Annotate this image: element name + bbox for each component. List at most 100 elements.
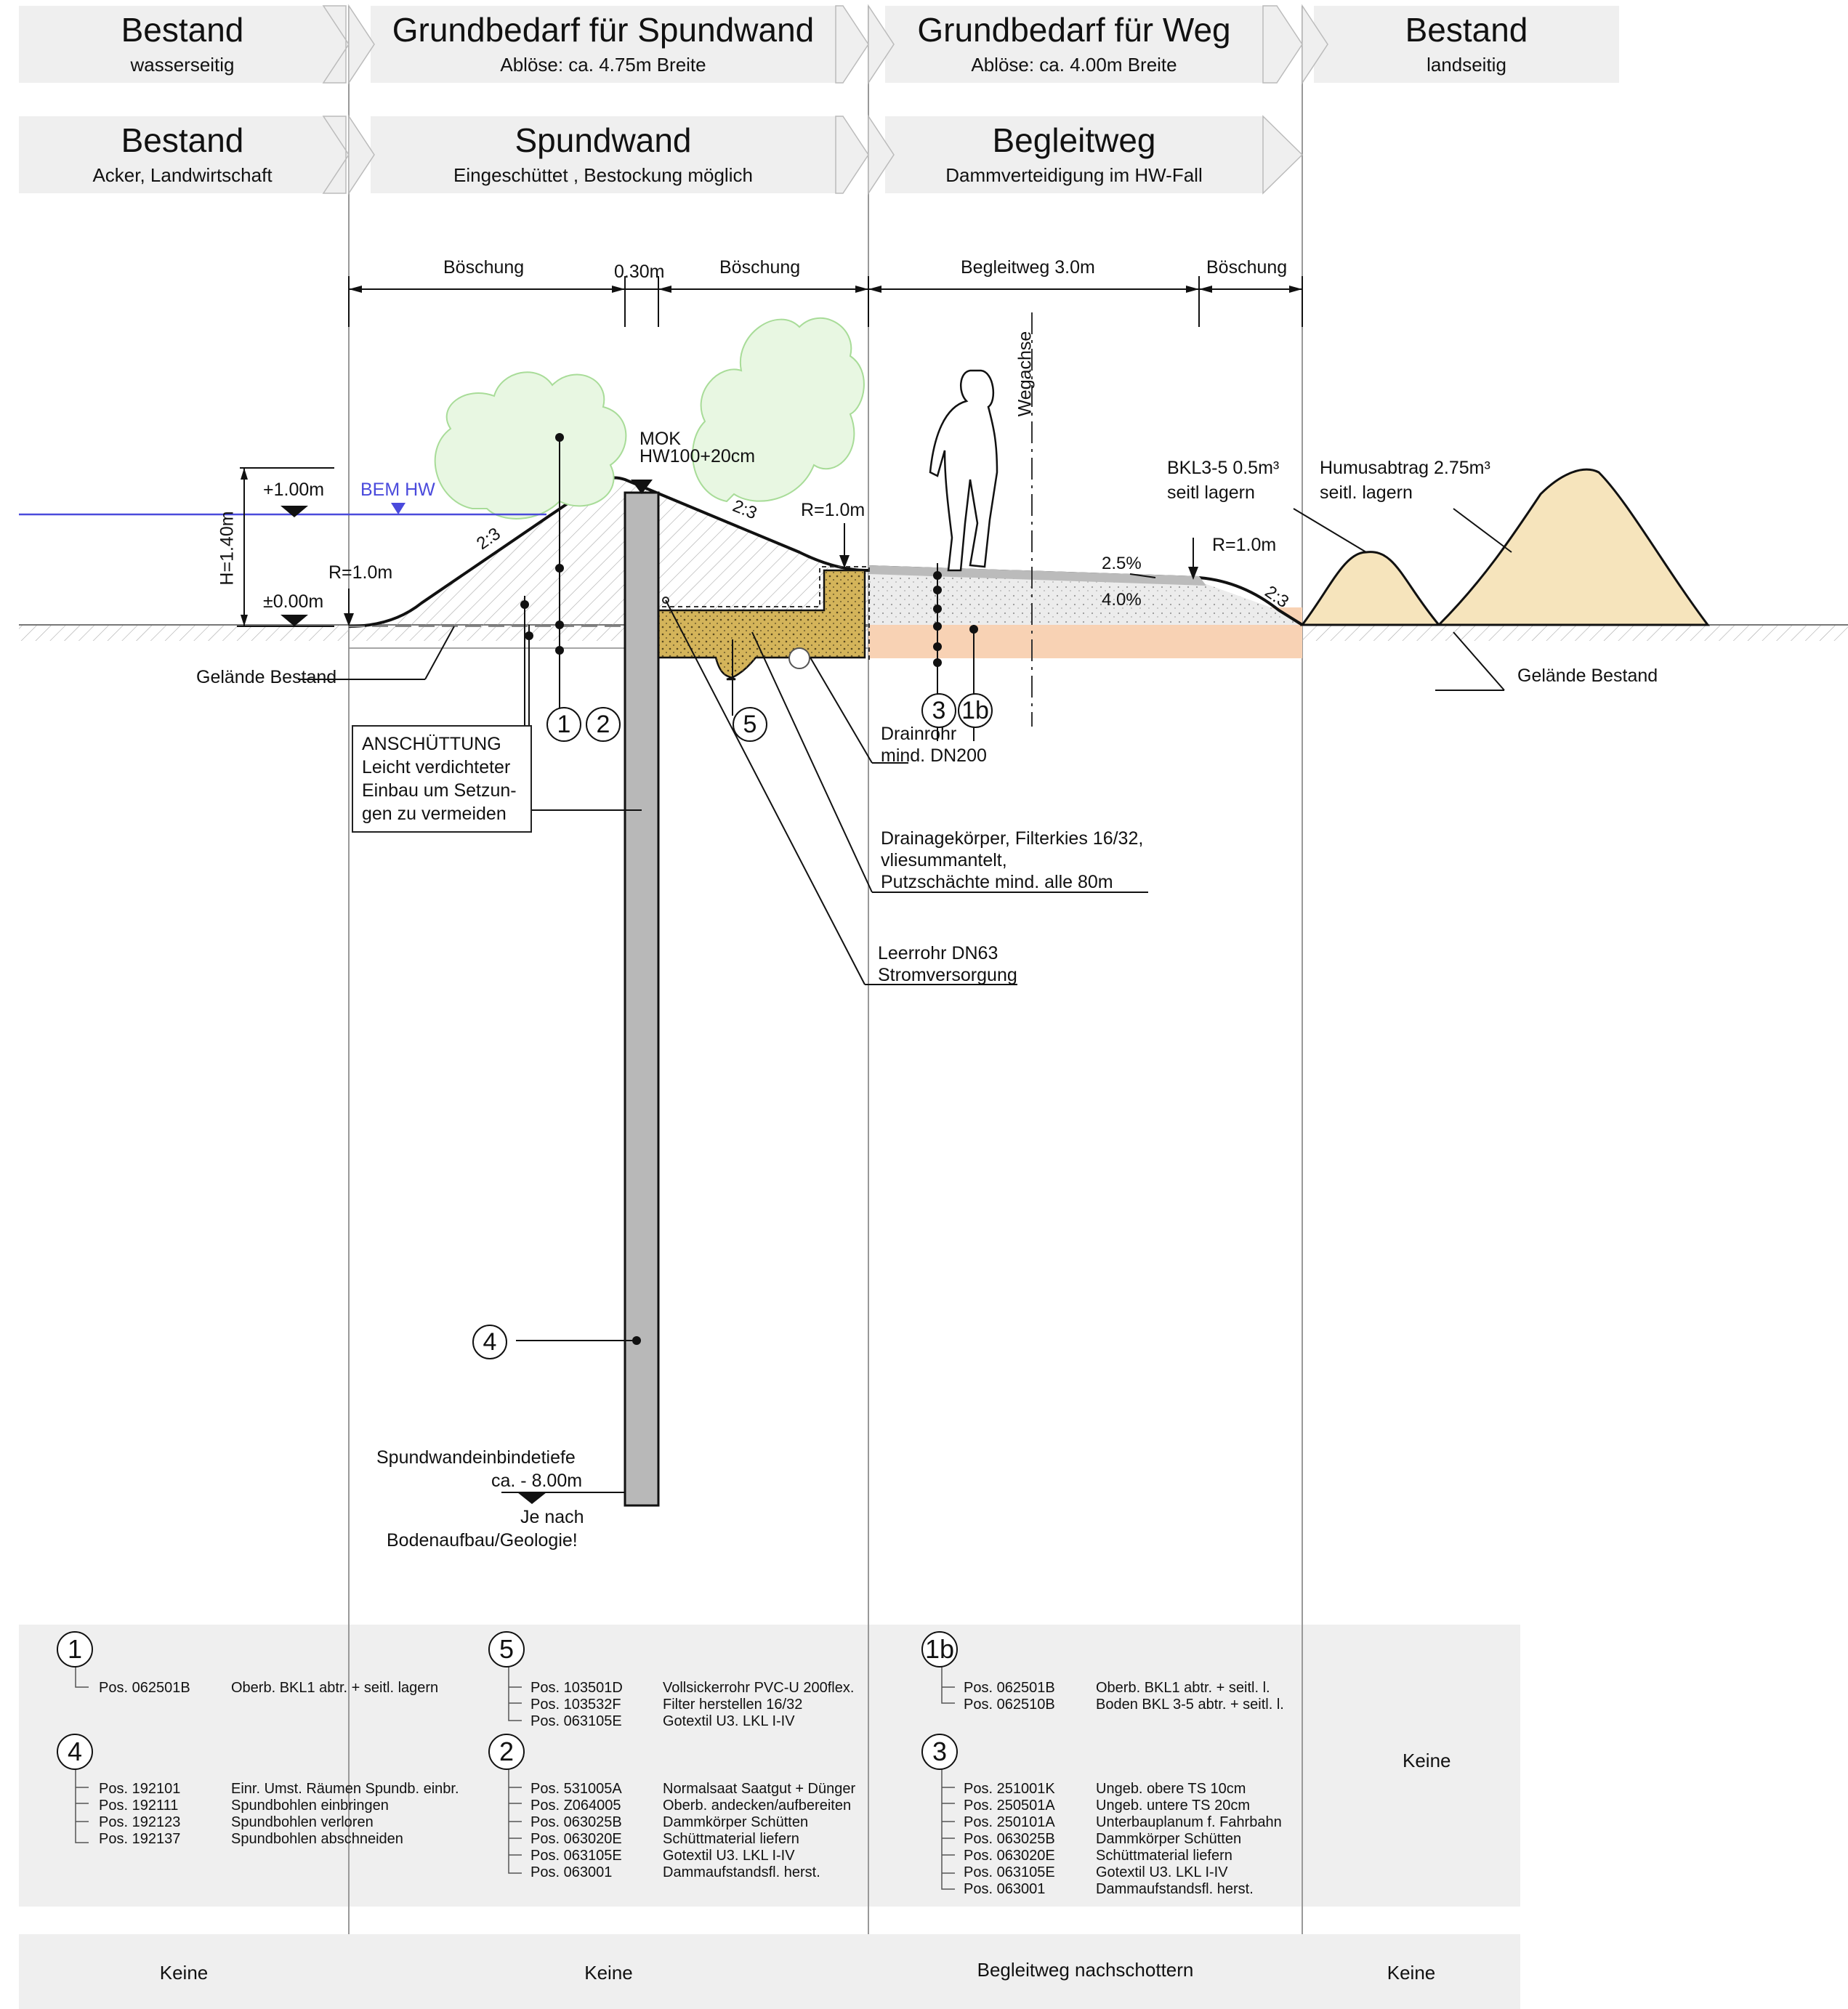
grade-upper: 2.5% [1102, 554, 1142, 573]
header-title: Bestand [121, 121, 244, 159]
leerrohr-label-1: Leerrohr DN63 [878, 943, 998, 963]
group-marker-4: 4 [57, 1734, 93, 1770]
spundwand-label-4: Bodenaufbau/Geologie! [387, 1530, 578, 1551]
header-bestand-landseitig: Bestand landseitig [1314, 6, 1619, 83]
drain-pipe [788, 647, 810, 669]
pos-code: Pos. 192137 [99, 1831, 181, 1847]
header-spundwand: Spundwand Eingeschüttet , Bestockung mög… [371, 116, 836, 193]
spundwand-label-3: Je nach [520, 1507, 584, 1527]
pos-code: Pos. 192123 [99, 1814, 181, 1830]
pos-desc: Filter herstellen 16/32 [663, 1697, 803, 1713]
header-title: Bestand [1405, 11, 1528, 49]
pos-desc: Schüttmaterial liefern [1096, 1848, 1232, 1864]
position-brackets [75, 1664, 955, 1890]
pos-code: Pos. 063105E [964, 1864, 1055, 1880]
pos-code: Pos. 063020E [964, 1848, 1055, 1864]
pos-desc: Normalsaat Saatgut + Dünger [663, 1781, 856, 1797]
group-marker-1b: 1b [921, 1631, 958, 1668]
dim-crest: 0.30m [614, 262, 665, 282]
header-chevrons [322, 4, 1328, 195]
positions-panel [19, 1625, 1520, 1907]
pos-code: Pos. 250501A [964, 1798, 1055, 1814]
pos-code: Pos. 063025B [964, 1831, 1055, 1847]
spoil-heap-large [1436, 468, 1710, 626]
level-height: H=1.40m [217, 511, 238, 586]
group-marker-2: 2 [488, 1734, 525, 1770]
drainrohr-label-2: mind. DN200 [881, 745, 987, 766]
tree-1 [434, 371, 627, 520]
sheet-pile [624, 491, 660, 1507]
drainage-label-1: Drainagekörper, Filterkies 16/32, [881, 828, 1144, 849]
pos-desc: Dammkörper Schütten [1096, 1831, 1242, 1847]
header-subtitle: wasserseitig [130, 54, 235, 76]
zone-separators [348, 6, 1303, 1934]
radius-mid: R=1.0m [801, 500, 866, 520]
gelaende-left: Gelände Bestand [196, 667, 337, 687]
header-grundbedarf-spundwand: Grundbedarf für Spundwand Ablöse: ca. 4.… [371, 6, 836, 83]
person-figure [929, 369, 998, 572]
marker-5: 5 [733, 707, 767, 742]
marker-1: 1 [546, 707, 581, 742]
leader-lines [298, 436, 1512, 1341]
spundwand-label-1: Spundwandeinbindetiefe [376, 1447, 576, 1468]
marker-3: 3 [921, 693, 956, 728]
header-title: Begleitweg [992, 121, 1156, 159]
marker-2: 2 [586, 707, 621, 742]
pos-code: Pos. 062501B [99, 1680, 190, 1696]
wegachse-label: Wegachse [1014, 331, 1036, 417]
group-marker-3: 3 [921, 1734, 958, 1770]
humus-label-1: Humusabtrag 2.75m³ [1320, 458, 1490, 478]
pos-desc: Gotextil U3. LKL I-IV [1096, 1864, 1228, 1880]
pos-desc: Dammaufstandsfl. herst. [663, 1864, 820, 1880]
pos-code: Pos. 062501B [964, 1680, 1055, 1696]
gelaende-right: Gelände Bestand [1517, 666, 1658, 686]
dim-boeschung-right: Böschung [1206, 257, 1288, 278]
level-mok-hw: HW100+20cm [639, 446, 756, 466]
note-line: Leicht verdichteter [362, 757, 511, 777]
bottom-cell: Keine [1387, 1962, 1436, 1984]
pos-desc: Ungeb. obere TS 10cm [1096, 1781, 1246, 1797]
bkl-label-2: seitl lagern [1167, 482, 1255, 503]
pos-code: Pos. 192101 [99, 1781, 181, 1797]
bkl-label-1: BKL3-5 0.5m³ [1167, 458, 1280, 478]
header-subtitle: Acker, Landwirtschaft [92, 164, 273, 186]
pos-desc: Schüttmaterial liefern [663, 1831, 799, 1847]
dim-boeschung-mid: Böschung [719, 257, 801, 278]
pos-desc: Oberb. BKL1 abtr. + seitl. l. [1096, 1680, 1270, 1696]
header-title: Bestand [121, 11, 244, 49]
note-line: ANSCHÜTTUNG [362, 734, 501, 754]
header-title: Spundwand [515, 121, 692, 159]
pos-desc: Spundbohlen verloren [231, 1814, 374, 1830]
header-subtitle: Eingeschüttet , Bestockung möglich [453, 164, 753, 186]
radius-left: R=1.0m [328, 562, 393, 583]
humus-label-2: seitl. lagern [1320, 482, 1413, 503]
tree-2 [692, 317, 865, 503]
pos-desc: Spundbohlen einbringen [231, 1798, 389, 1814]
pos-desc: Gotextil U3. LKL I-IV [663, 1713, 795, 1729]
header-subtitle: Ablöse: ca. 4.75m Breite [500, 54, 706, 76]
pos-code: Pos. 250101A [964, 1814, 1055, 1830]
pos-desc: Vollsickerrohr PVC-U 200flex. [663, 1680, 855, 1696]
grade-lower: 4.0% [1102, 590, 1142, 610]
pos-desc: Gotextil U3. LKL I-IV [663, 1848, 795, 1864]
pos-desc: Ungeb. untere TS 20cm [1096, 1798, 1250, 1814]
anschuettung-note: ANSCHÜTTUNG Leicht verdichteter Einbau u… [352, 725, 532, 833]
pos-code: Pos. 063105E [530, 1848, 622, 1864]
marker-4: 4 [472, 1325, 507, 1359]
header-title: Grundbedarf für Spundwand [392, 11, 815, 49]
bottom-cell: Begleitweg nachschottern [977, 1959, 1194, 1981]
pos-desc: Dammaufstandsfl. herst. [1096, 1881, 1254, 1897]
pos-desc: Einr. Umst. Räumen Spundb. einbr. [231, 1781, 459, 1797]
header-title: Grundbedarf für Weg [917, 11, 1231, 49]
drainage-label-2: vliesummantelt, [881, 850, 1007, 870]
group-marker-1: 1 [57, 1631, 93, 1668]
level-plus: +1.00m [263, 480, 325, 500]
pos-code: Pos. 063001 [530, 1864, 613, 1880]
pos-code: Pos. 063105E [530, 1713, 622, 1729]
spoil-heap-small [1299, 551, 1442, 626]
header-subtitle: landseitig [1427, 54, 1506, 76]
pos-code: Pos. 192111 [99, 1798, 179, 1814]
header-bestand-wasserseitig: Bestand wasserseitig [19, 6, 346, 83]
pos-code: Pos. 251001K [964, 1781, 1055, 1797]
